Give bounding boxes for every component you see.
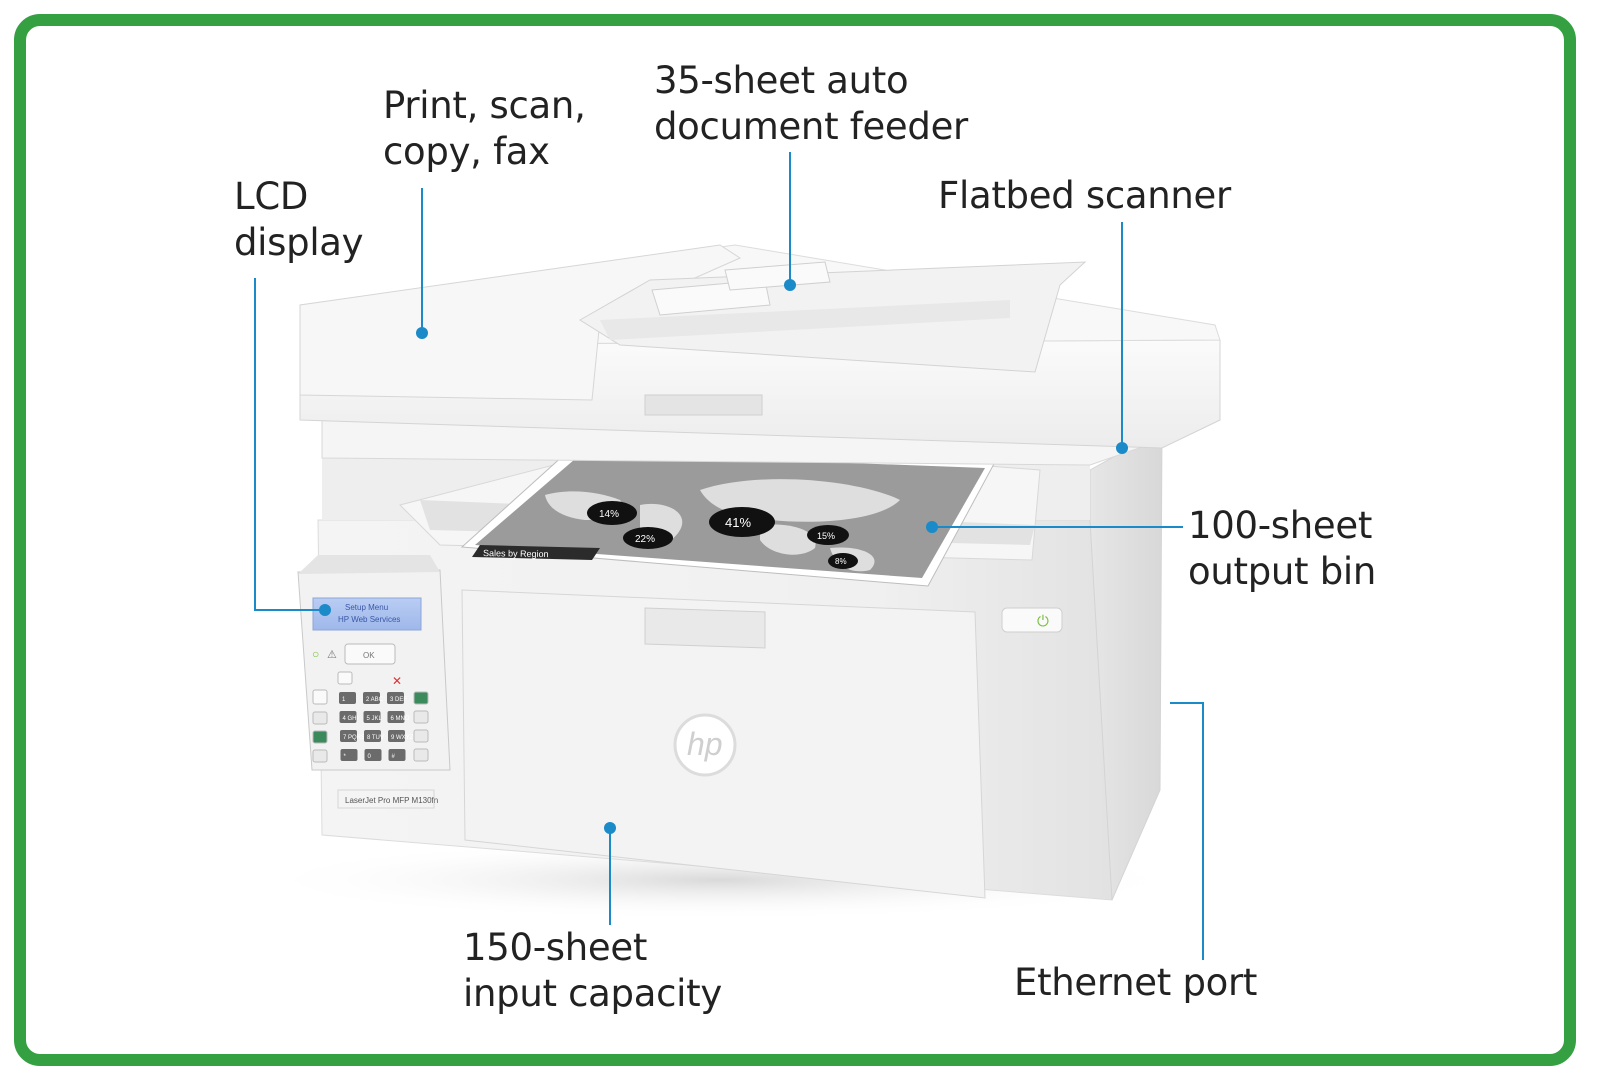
keypad-key[interactable]: [363, 711, 381, 723]
svg-text:8%: 8%: [835, 557, 847, 566]
printout-badge: 15%: [807, 525, 849, 545]
ok-button[interactable]: OK: [363, 651, 375, 660]
keypad-key[interactable]: [388, 730, 405, 742]
keypad-key[interactable]: [387, 711, 405, 723]
callout-input-capacity: 150-sheet input capacity: [463, 926, 722, 1015]
printout-badge: 41%: [709, 507, 775, 537]
callout-ethernet-port: Ethernet port: [1014, 961, 1258, 1004]
keypad-key[interactable]: [340, 730, 357, 742]
svg-text:hp: hp: [687, 726, 723, 762]
nav-cluster: [344, 643, 396, 665]
keypad-key[interactable]: [363, 692, 380, 704]
lcd-display: [312, 597, 422, 631]
keypad-key-label: 6 MNO: [391, 716, 410, 722]
model-label-box: [337, 789, 435, 809]
power-button[interactable]: [1001, 607, 1063, 633]
ready-icon: ○: [312, 647, 319, 661]
setup-button[interactable]: [312, 689, 328, 705]
callout-output-bin: 100-sheet output bin: [1188, 504, 1377, 593]
function-key[interactable]: [413, 710, 429, 724]
keypad-key-label: #: [392, 754, 396, 760]
callout-lcd-display: LCD display: [234, 175, 364, 264]
leader-lcd: [254, 278, 320, 611]
keypad-key-label: 9 WXYZ: [391, 735, 414, 741]
adf-output-slot: [600, 300, 1010, 340]
printout-badge: 22%: [623, 527, 673, 549]
lid-handle: [644, 394, 763, 416]
function-key[interactable]: [413, 691, 429, 705]
model-label: LaserJet Pro MFP M130fn: [345, 796, 438, 805]
panel-hinge: [298, 555, 440, 574]
callout-flatbed-scanner: Flatbed scanner: [938, 174, 1231, 217]
keypad-key[interactable]: [340, 749, 358, 761]
printout-badge: 14%: [587, 501, 637, 525]
cancel-icon: ✕: [392, 674, 402, 688]
keypad-key[interactable]: [387, 692, 404, 704]
back-button[interactable]: [337, 671, 353, 685]
lcd-line-1: Setup Menu: [345, 603, 388, 612]
svg-text:22%: 22%: [635, 534, 655, 545]
keypad-key[interactable]: [364, 749, 382, 761]
keypad-key-label: 8 TUV: [367, 735, 384, 741]
keypad-key-label: 1: [342, 697, 346, 703]
warning-icon: ⚠: [327, 649, 337, 661]
svg-text:41%: 41%: [725, 515, 751, 530]
dot-flatbed: [1116, 442, 1128, 454]
keypad-key[interactable]: [364, 730, 381, 742]
power-icon: ⏻: [1037, 613, 1049, 630]
dot-input: [604, 822, 616, 834]
tray-handle: [644, 607, 766, 649]
keypad-key-label: 4 GHI: [343, 716, 359, 722]
dot-adf: [784, 279, 796, 291]
adf-paper-guide: [724, 261, 831, 291]
callout-auto-document-feeder: 35-sheet auto document feeder: [654, 59, 968, 148]
keypad-key[interactable]: [388, 749, 406, 761]
keypad-key[interactable]: [339, 711, 357, 723]
keypad-key-label: 3 DEF: [390, 697, 407, 703]
function-key[interactable]: [413, 748, 429, 762]
leader-ethernet: [1170, 702, 1204, 960]
keypad-key-label: 2 ABC: [366, 697, 384, 703]
printout-badge: 8%: [828, 553, 858, 569]
callout-print-scan-copy-fax: Print, scan, copy, fax: [383, 84, 586, 173]
keypad-key-label: *: [344, 754, 347, 760]
dot-print-scan: [416, 327, 428, 339]
dot-output-bin: [926, 521, 938, 533]
keypad-key-label: 5 JKL: [367, 716, 383, 722]
printout-caption-bar: [472, 545, 600, 560]
hp-logo: hp: [673, 713, 737, 777]
keypad-key[interactable]: [339, 692, 356, 704]
callout-dots: [319, 279, 1128, 834]
callout-lines: [254, 152, 1204, 960]
function-key[interactable]: [312, 711, 328, 725]
function-key[interactable]: [312, 730, 328, 744]
dot-lcd: [319, 604, 331, 616]
function-key[interactable]: [312, 749, 328, 763]
lcd-line-2: HP Web Services: [338, 615, 400, 624]
function-key[interactable]: [413, 729, 429, 743]
keypad-key-label: 0: [368, 754, 372, 760]
svg-text:14%: 14%: [599, 509, 619, 520]
keypad-key-label: 7 PQRS: [343, 735, 365, 741]
printout-caption: Sales by Region: [483, 548, 549, 559]
svg-text:15%: 15%: [817, 531, 835, 541]
